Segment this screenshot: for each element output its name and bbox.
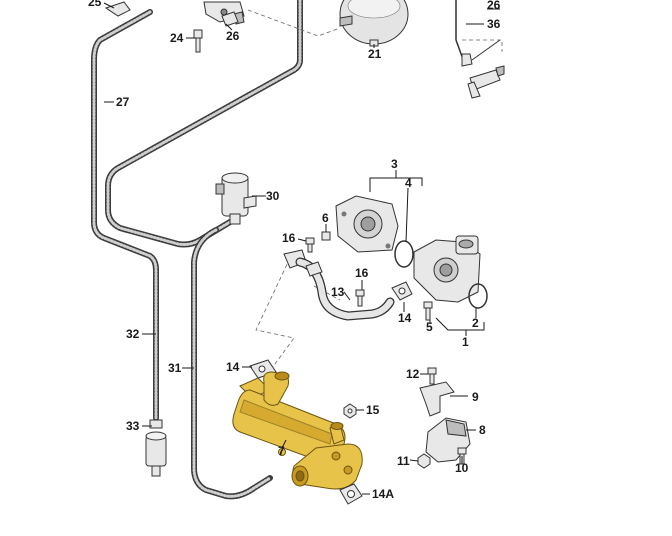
callout-8: 8 — [479, 423, 486, 437]
bolt-12 — [427, 367, 437, 385]
callout-25: 25 — [88, 0, 102, 9]
callout-30: 30 — [266, 189, 280, 203]
callout-27: 27 — [116, 95, 130, 109]
callout-15: 15 — [366, 403, 380, 417]
egr-pipe-13 — [283, 249, 395, 321]
vacuum-line-right — [455, 0, 501, 63]
callout-14b: 14 — [226, 360, 240, 374]
bolt-16b — [355, 289, 365, 307]
callout-21: 21 — [368, 47, 382, 61]
callout-2: 2 — [472, 316, 479, 330]
sensor-36 — [461, 53, 505, 99]
bolt-5 — [423, 301, 433, 321]
callout-26: 26 — [226, 29, 240, 43]
callout-16b: 16 — [355, 266, 369, 280]
nut-11 — [417, 453, 431, 469]
callout-3: 3 — [391, 157, 398, 171]
callout-26-top: 26 — [487, 0, 501, 12]
seal-4 — [394, 240, 414, 268]
gasket-14A — [339, 483, 363, 505]
callout-9: 9 — [472, 390, 479, 404]
callout-24: 24 — [170, 31, 184, 45]
bolt-24 — [193, 29, 203, 53]
callout-36: 36 — [487, 17, 501, 31]
gasket-14-upper — [391, 281, 413, 301]
hose-upper-long — [105, 0, 303, 248]
callout-5: 5 — [426, 320, 433, 334]
clip-26 — [221, 11, 239, 27]
callout-14A: 14A — [372, 487, 394, 501]
callout-6: 6 — [322, 211, 329, 225]
callout-32: 32 — [126, 327, 140, 341]
egr-cooler-7 — [232, 371, 363, 490]
dashed-reference-lines — [247, 9, 503, 369]
callout-1: 1 — [462, 335, 469, 349]
nut-15 — [343, 403, 357, 419]
callout-11: 11 — [397, 454, 410, 468]
callouts: 25 26 36 24 26 21 27 3 4 30 6 16 16 13 1… — [88, 0, 501, 501]
hose-31 — [191, 227, 273, 500]
bolt-16a — [305, 237, 315, 253]
callout-16a: 16 — [282, 231, 296, 245]
callout-33: 33 — [126, 419, 140, 433]
bolt-6 — [321, 231, 331, 241]
callout-12: 12 — [406, 367, 420, 381]
callout-31: 31 — [168, 361, 182, 375]
seal-2 — [468, 283, 488, 309]
callout-4: 4 — [405, 176, 412, 190]
solenoid-valve-30 — [215, 172, 257, 225]
bracket-25 — [104, 1, 131, 17]
bracket-9 — [419, 381, 455, 417]
callout-14a: 14 — [398, 311, 412, 325]
egr-housing-1 — [413, 235, 481, 303]
callout-10: 10 — [455, 461, 469, 475]
leader-lines — [103, 2, 500, 495]
hose-27 — [91, 9, 159, 421]
filter-33 — [145, 419, 167, 477]
callout-7: 7 — [278, 444, 285, 458]
egr-valve-3 — [335, 195, 399, 253]
callout-13: 13 — [331, 285, 345, 299]
vacuum-reservoir-21 — [339, 0, 409, 47]
